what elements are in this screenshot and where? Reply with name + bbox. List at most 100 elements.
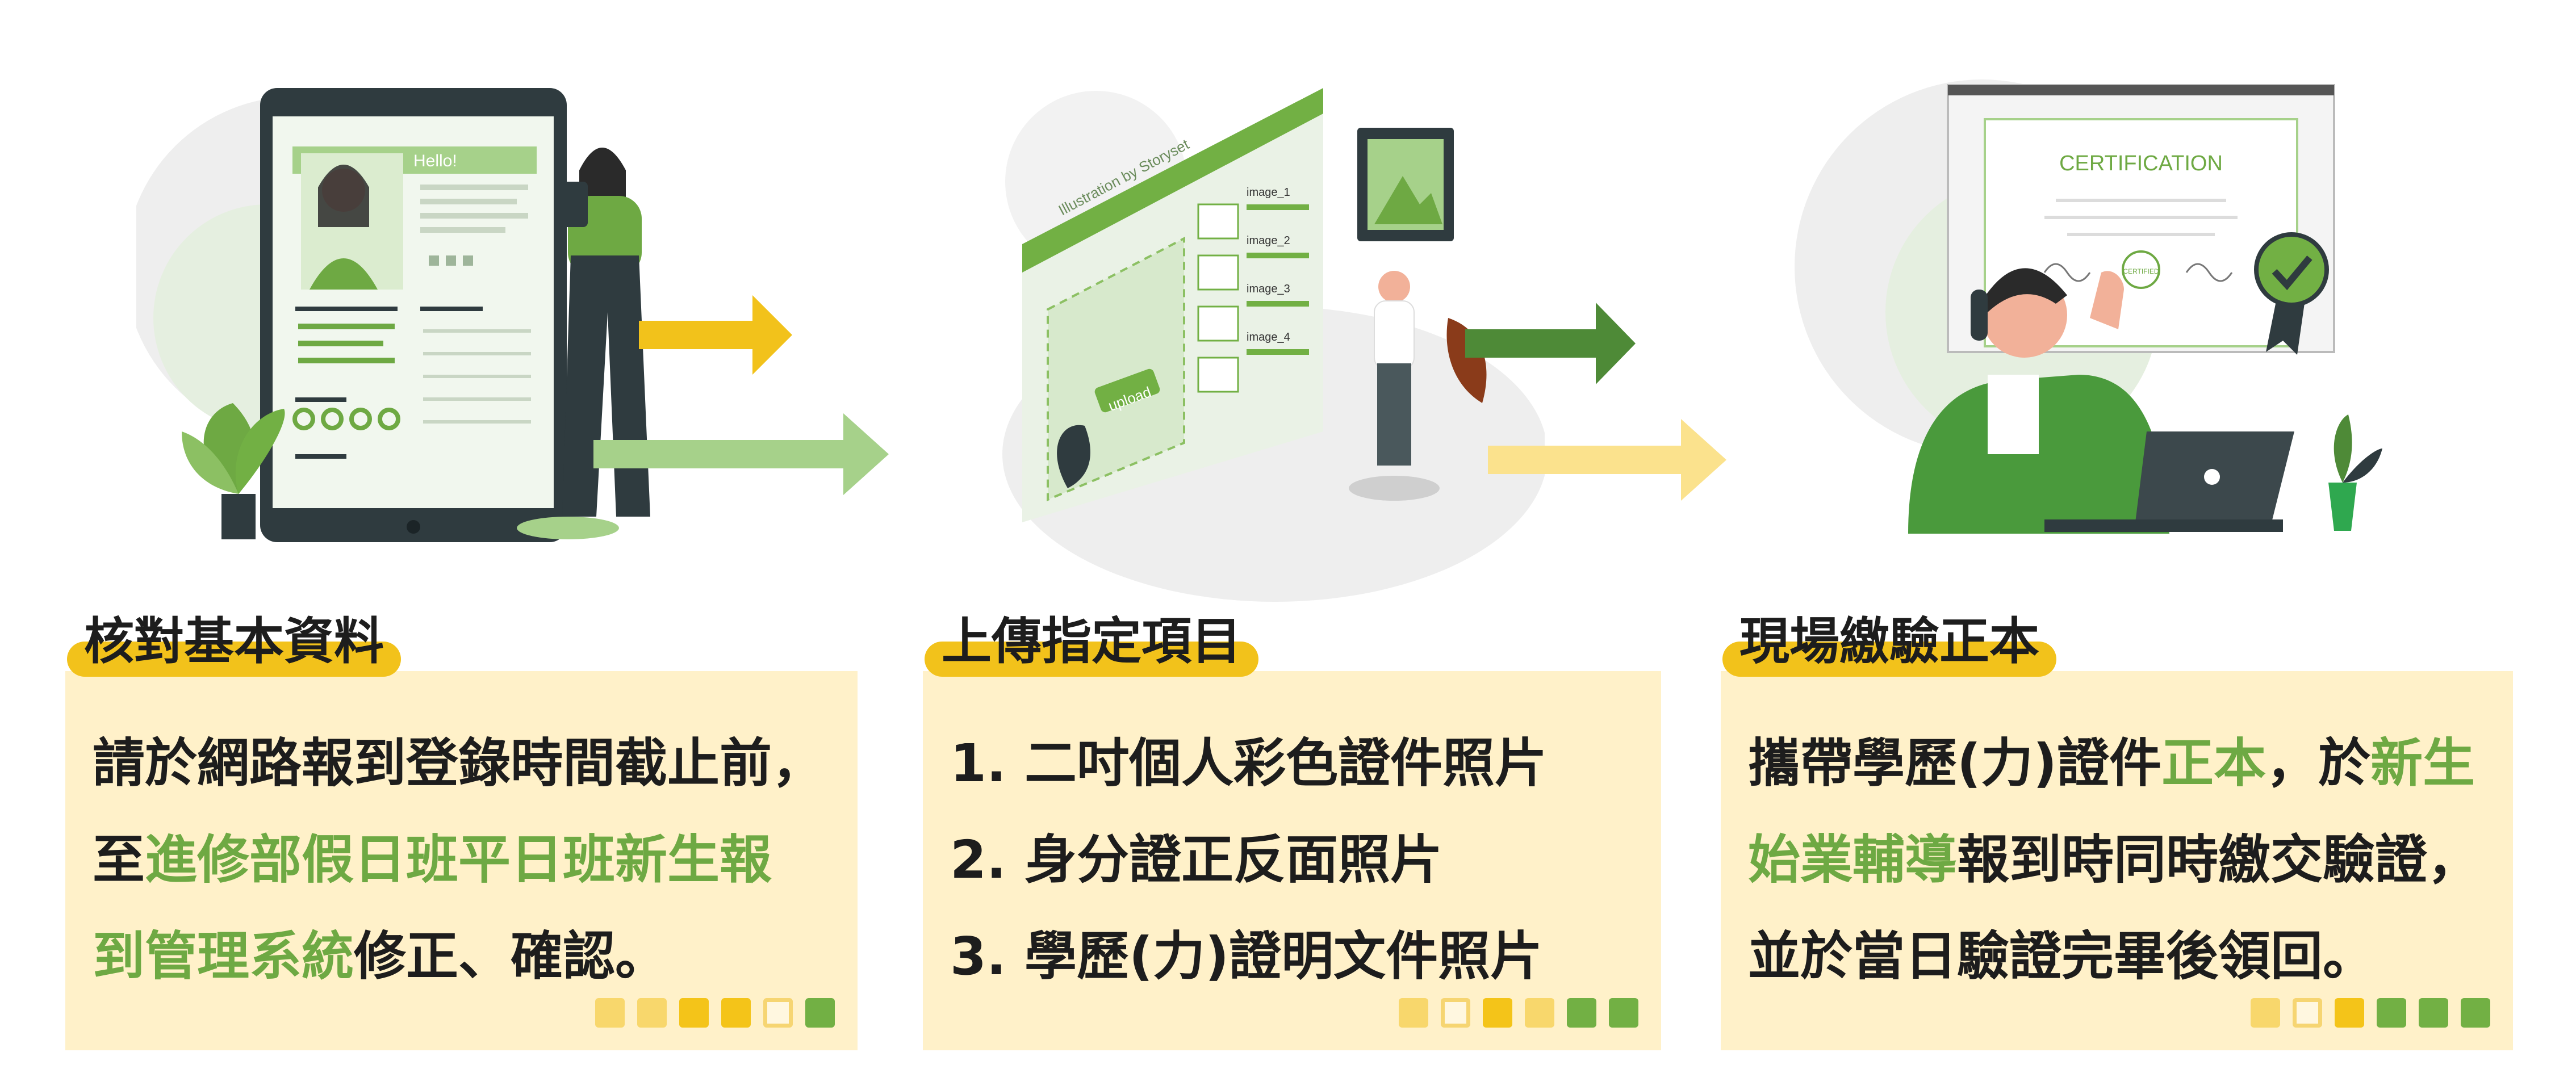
signature-right [2185, 263, 2233, 282]
decor-square [1483, 998, 1512, 1028]
decor-square [637, 998, 667, 1028]
decor-squares-2 [1399, 998, 1638, 1028]
illustration-certificate: CERTIFICATION CERTIFIED [1795, 79, 2382, 534]
step-3-line-1: 攜帶學歷(力)證件正本，於新生 [1748, 715, 2496, 812]
arrow-dark-green-2 [1465, 303, 1636, 384]
man-head [1378, 271, 1410, 303]
decor-square [1399, 998, 1428, 1028]
step-3-body: 攜帶學歷(力)證件正本，於新生 始業輔導報到時同時繳交驗證， 並於當日驗證完畢後… [1748, 715, 2496, 1005]
text-run: 並於當日驗證完畢後領回。 [1748, 926, 2376, 987]
decor-square [2293, 998, 2322, 1028]
man-hair [1982, 268, 2067, 312]
decor-square [763, 998, 793, 1028]
decor-square [2377, 998, 2406, 1028]
decor-square [679, 998, 709, 1028]
plant-leaf-right [235, 409, 285, 494]
man-shirt [1374, 300, 1415, 370]
title-highlight [925, 642, 1259, 677]
step-1-title-text: 核對基本資料 [84, 612, 384, 670]
decor-squares-1 [595, 998, 835, 1028]
mountain-icon [1374, 176, 1442, 224]
image-item-4: image_4 [1197, 331, 1309, 393]
text-run-highlight: 正本 [2161, 733, 2266, 794]
man-shirt [1988, 375, 2039, 454]
text-run: 3. 學歷(力)證明文件照片 [950, 926, 1543, 987]
headphones-icon [1971, 290, 1988, 341]
step-3-line-3: 並於當日驗證完畢後領回。 [1748, 908, 2496, 1005]
image-item-1-label: image_1 [1247, 186, 1290, 199]
decor-square [1609, 998, 1638, 1028]
step-1-line-1: 請於網路報到登錄時間截止前， [93, 715, 840, 812]
decor-square [2335, 998, 2364, 1028]
text-run: 1. 二吋個人彩色證件照片 [950, 733, 1547, 794]
image-item-2-label: image_2 [1247, 234, 1290, 247]
step-1-body: 請於網路報到登錄時間截止前， 至進修部假日班平日班新生報 到管理系統修正、確認。 [93, 715, 840, 1005]
woman-shoes [517, 517, 619, 539]
step-2-title-text: 上傳指定項目 [942, 612, 1242, 670]
checkmark-icon [2272, 255, 2312, 291]
illustration-profile-tablet: Hello! [136, 88, 650, 542]
step-2-line-3: 3. 學歷(力)證明文件照片 [950, 908, 1644, 1005]
text-run: 至 [93, 829, 145, 890]
decor-square [2461, 998, 2490, 1028]
plant-pot [221, 494, 256, 539]
plant-dark-leaf [1057, 425, 1090, 488]
text-run: 攜帶學歷(力)證件 [1748, 733, 2162, 794]
plant-leaf-dark [2343, 449, 2382, 483]
arrow-light-green-1 [593, 413, 889, 495]
laptop-base [2044, 519, 2283, 532]
text-run-highlight: 新生 [2370, 733, 2475, 794]
profile-shirt [310, 258, 378, 290]
plant-leaves [2334, 414, 2352, 483]
step-1-line-2: 至進修部假日班平日班新生報 [93, 812, 840, 908]
arrow-light-yellow-2 [1488, 419, 1726, 501]
decor-square [721, 998, 751, 1028]
profile-text-lines [295, 185, 531, 459]
certified-seal [2122, 250, 2160, 289]
upload-window-bar [1022, 88, 1323, 273]
profile-hair [318, 165, 369, 227]
decor-squares-3 [2251, 998, 2490, 1028]
decor-square [1525, 998, 1554, 1028]
decor-square [595, 998, 625, 1028]
step-2-line-2: 2. 身分證正反面照片 [950, 812, 1644, 908]
illustration-upload-window: Illustration by Storyset upload image_1 … [1002, 88, 1545, 602]
decor-square [2251, 998, 2280, 1028]
plant-leaf-back [182, 431, 239, 494]
upload-button [1094, 368, 1160, 413]
text-run-highlight: 到管理系統 [93, 926, 354, 987]
image-item-3-label: image_3 [1247, 283, 1290, 295]
text-run: ，於 [2266, 733, 2371, 794]
step-2-body: 1. 二吋個人彩色證件照片 2. 身分證正反面照片 3. 學歷(力)證明文件照片 [950, 715, 1644, 1005]
text-run: 2. 身分證正反面照片 [950, 829, 1442, 890]
step-1-line-3: 到管理系統修正、確認。 [93, 908, 840, 1005]
laptop-logo [2204, 469, 2220, 485]
step-3-title-text: 現場繳驗正本 [1739, 612, 2040, 670]
signature-left [2043, 263, 2091, 282]
certificate-board-top [1948, 85, 2334, 95]
decor-square [805, 998, 835, 1028]
man-shadow [1349, 476, 1440, 501]
image-list: image_1 image_2 image_3 image_4 [1197, 186, 1309, 393]
text-run: 報到時同時繳交驗證， [1957, 829, 2480, 890]
image-item-1: image_1 [1197, 186, 1309, 240]
step-card-2: 1. 二吋個人彩色證件照片 2. 身分證正反面照片 3. 學歷(力)證明文件照片 [923, 671, 1661, 1050]
skill-rings [292, 408, 400, 430]
image-item-4-label: image_4 [1247, 331, 1290, 343]
step-3-title: 現場繳驗正本 [1722, 617, 2057, 677]
hello-text: Hello! [413, 152, 457, 170]
text-run: 修正、確認。 [354, 926, 668, 987]
decor-square [1567, 998, 1596, 1028]
text-run-highlight: 始業輔導 [1748, 829, 1958, 890]
plant-vase [2328, 483, 2357, 531]
step-card-1: 請於網路報到登錄時間截止前， 至進修部假日班平日班新生報 到管理系統修正、確認。 [65, 671, 858, 1050]
certificate-text-lines [2044, 199, 2238, 236]
thumbs-up-hand [2090, 271, 2124, 329]
title-highlight [67, 642, 402, 677]
badge-ribbon [2266, 295, 2306, 355]
step-card-3: 攜帶學歷(力)證件正本，於新生 始業輔導報到時同時繳交驗證， 並於當日驗證完畢後… [1721, 671, 2513, 1050]
decor-square [2419, 998, 2448, 1028]
step-3-line-2: 始業輔導報到時同時繳交驗證， [1748, 812, 2496, 908]
step-1-title: 核對基本資料 [67, 617, 402, 677]
